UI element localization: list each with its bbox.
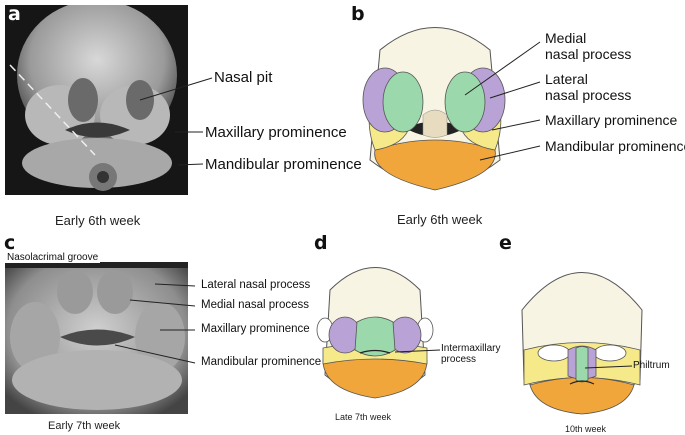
panel-c-label-medial: Medial nasal process — [201, 299, 310, 311]
panel-a-photo — [5, 5, 188, 195]
panel-d-label-1: Intermaxillary — [441, 343, 501, 354]
panel-b-label-medial-1: Medial — [545, 30, 587, 46]
panel-b-caption: Early 6th week — [397, 212, 483, 227]
panel-e-label-philtrum: Philtrum — [633, 360, 670, 371]
panel-c-letter: c — [4, 232, 16, 254]
panel-e-philtrum — [575, 346, 589, 383]
panel-d-label-2: process — [441, 354, 477, 365]
panel-d-caption: Late 7th week — [335, 412, 392, 422]
panel-e-mandibular-region — [529, 377, 635, 415]
panel-b-label-maxillary: Maxillary prominence — [545, 112, 678, 128]
panel-c-label-nasolacrimal: Nasolacrimal groove — [5, 252, 101, 263]
panel-c-photo — [5, 262, 188, 414]
panel-d-letter: d — [314, 232, 328, 254]
panel-b-label-lateral-2: nasal process — [545, 87, 632, 103]
panel-b-label-medial-2: nasal process — [545, 46, 632, 62]
panel-a-label-mandibular: Mandibular prominence — [205, 156, 362, 173]
panel-e-letter: e — [499, 232, 512, 254]
panel-c-label-maxillary: Maxillary prominence — [201, 323, 310, 335]
panel-c-label-mandibular: Mandibular prominence — [201, 356, 322, 368]
panel-b-letter: b — [351, 3, 365, 25]
panel-a-caption: Early 6th week — [55, 213, 141, 228]
panel-a-label-nasal-pit: Nasal pit — [214, 69, 273, 86]
panel-c-caption: Early 7th week — [48, 420, 121, 432]
panel-c-embryo-image — [5, 262, 188, 414]
panel-b-medial-left — [382, 71, 424, 133]
panel-a-letter: a — [8, 3, 21, 25]
panel-b-mandibular-region — [374, 139, 496, 191]
panel-b-label-lateral-1: Lateral — [545, 71, 588, 87]
panel-e-caption: 10th week — [565, 424, 607, 434]
panel-b-medial-right — [444, 71, 486, 133]
panel-e-face-drawing — [521, 272, 643, 415]
panel-c-label-lateral: Lateral nasal process — [201, 279, 311, 291]
panel-b-face-drawing — [362, 27, 506, 191]
panel-a-label-maxillary: Maxillary prominence — [205, 124, 347, 141]
panel-a-embryo-image — [5, 5, 188, 195]
panel-d-face-drawing — [316, 267, 434, 399]
panel-b-label-mandibular: Mandibular prominence — [545, 138, 685, 154]
